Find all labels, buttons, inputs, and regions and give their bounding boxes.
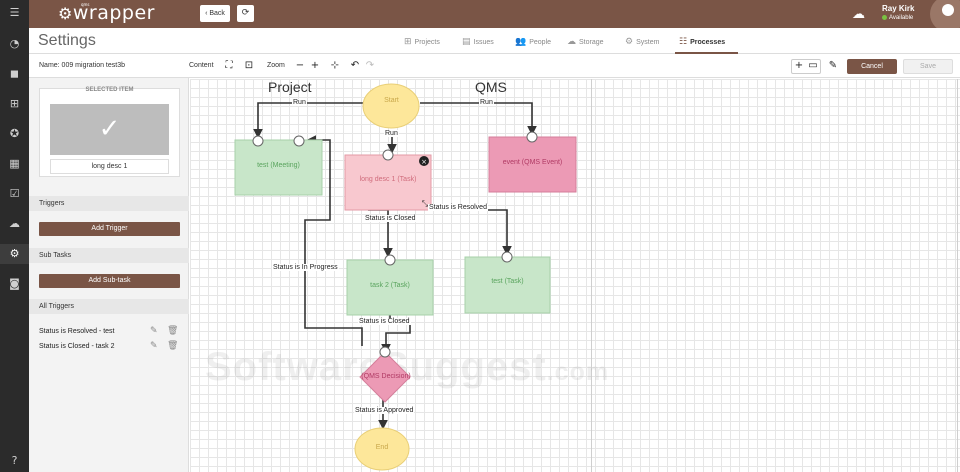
lane-divider	[591, 79, 592, 472]
edit-icon[interactable]: ✎	[150, 341, 158, 351]
undo-icon[interactable]: ↶	[350, 60, 360, 71]
redo-icon[interactable]: ↷	[365, 60, 375, 71]
user-name[interactable]: Ray Kirk	[882, 4, 915, 13]
lane-divider	[957, 79, 958, 472]
editor-toolbar	[29, 54, 960, 78]
help-icon[interactable]: ?	[11, 454, 18, 467]
add-frame-icon[interactable]: ▭	[808, 60, 818, 71]
edit-icon[interactable]: ✎	[150, 326, 158, 336]
refresh-button[interactable]: ⟳	[237, 5, 254, 22]
sub-header	[29, 28, 960, 54]
lane-title-project: Project	[268, 79, 312, 95]
gear-icon: ⚙	[625, 37, 634, 47]
tab-processes[interactable]: ☷Processes	[679, 37, 726, 47]
tab-system[interactable]: ⚙System	[625, 37, 660, 47]
edge-label: Run	[292, 99, 307, 106]
app-logo: qms ⚙wrapper	[58, 2, 155, 24]
process-canvas[interactable]	[190, 79, 960, 472]
top-bar	[29, 0, 960, 28]
node-test-meeting-label[interactable]: test (Meeting)	[257, 162, 300, 169]
back-button[interactable]: ‹ Back	[200, 5, 230, 22]
zoom-out-icon[interactable]: −	[295, 60, 305, 71]
logo-ring-icon: ⚙	[58, 4, 73, 23]
watermark: SoftwareSuggest.com	[205, 345, 610, 389]
process-name: Name: 009 migration test3b	[39, 62, 125, 69]
checkmark-icon: ✓	[50, 104, 169, 155]
camera-icon[interactable]: ◙	[9, 277, 20, 290]
node-task2-label[interactable]: task 2 (Task)	[370, 282, 410, 289]
edge-label: Run	[384, 130, 399, 137]
cloud-icon[interactable]: ☁	[9, 217, 20, 230]
add-subtask-button[interactable]: Add Sub-task	[39, 274, 180, 288]
tab-issues[interactable]: ▤Issues	[462, 37, 494, 47]
trigger-item: Status is Closed - task 2	[39, 343, 115, 350]
icon-rail: ☰ ◔ ◼ ⊞ ✪ ▦ ☑ ☁ ⚙ ◙ ?	[0, 0, 29, 472]
edge-label: Status is Closed	[364, 215, 417, 222]
trash-icon[interactable]: 🗑	[167, 326, 179, 336]
node-end-label[interactable]: End	[375, 444, 389, 451]
selected-item-title: SELECTED ITEM	[85, 87, 134, 93]
chat-icon[interactable]: ◼	[9, 67, 20, 80]
selected-item-name[interactable]: long desc 1	[50, 159, 169, 174]
user-status: Available	[882, 15, 913, 21]
add-tools-group	[791, 59, 821, 74]
edge-label: Status is Resolved	[428, 204, 488, 211]
node-test-task-label[interactable]: test (Task)	[491, 278, 524, 285]
avatar[interactable]	[930, 0, 960, 32]
clipboard-icon: ▤	[462, 37, 471, 47]
node-decision-label[interactable]: (QMS Decision)	[361, 373, 411, 380]
subtasks-header: Sub Tasks	[29, 248, 189, 263]
sitemap-icon: ⊞	[404, 37, 412, 47]
content-label: Content	[189, 62, 214, 69]
pencil-icon[interactable]: ✎	[828, 60, 838, 71]
process-icon: ☷	[679, 37, 688, 47]
node-event-qms-label[interactable]: event (QMS Event)	[502, 159, 563, 166]
triggers-header: Triggers	[29, 196, 189, 211]
node-start-label[interactable]: Start	[384, 97, 399, 104]
edge-label: Status is In Progress	[272, 264, 339, 271]
award-icon[interactable]: ✪	[9, 127, 20, 140]
edge-label: Status is Approved	[354, 407, 415, 414]
cloud-upload-icon[interactable]: ☁	[852, 7, 865, 22]
trash-icon[interactable]: 🗑	[167, 341, 179, 351]
hierarchy-icon[interactable]: ⊞	[9, 97, 20, 110]
all-triggers-header: All Triggers	[29, 299, 189, 314]
fit-content-icon[interactable]: ⛶	[225, 60, 233, 71]
cloud-icon: ☁	[567, 37, 576, 47]
save-button[interactable]: Save	[903, 59, 953, 74]
node-long-desc-label[interactable]: long desc 1 (Task)	[359, 176, 417, 183]
active-tab-indicator	[675, 52, 738, 54]
zoom-label: Zoom	[267, 62, 285, 69]
dashboard-icon[interactable]: ◔	[9, 37, 20, 50]
edge-label: Status is Closed	[358, 318, 411, 325]
add-node-icon[interactable]: +	[794, 60, 804, 71]
zoom-in-icon[interactable]: +	[310, 60, 320, 71]
settings-icon[interactable]: ⚙	[0, 244, 29, 264]
status-dot-icon	[882, 15, 887, 20]
lane-title-qms: QMS	[475, 79, 507, 95]
calendar-icon[interactable]: ▦	[9, 157, 20, 170]
cancel-button[interactable]: Cancel	[847, 59, 897, 74]
menu-icon[interactable]: ☰	[9, 6, 20, 19]
tab-projects[interactable]: ⊞Projects	[404, 37, 440, 47]
checkbox-icon[interactable]: ☑	[9, 187, 20, 200]
edge-label: Run	[479, 99, 494, 106]
tab-storage[interactable]: ☁Storage	[567, 37, 604, 47]
zoom-fit-icon[interactable]: ⊹	[330, 60, 340, 71]
page-title: Settings	[38, 32, 96, 49]
tab-people[interactable]: 👥People	[515, 37, 552, 47]
trigger-item: Status is Resolved - test	[39, 328, 115, 335]
center-content-icon[interactable]: ⊡	[244, 60, 254, 71]
add-trigger-button[interactable]: Add Trigger	[39, 222, 180, 236]
people-icon: 👥	[515, 37, 527, 47]
